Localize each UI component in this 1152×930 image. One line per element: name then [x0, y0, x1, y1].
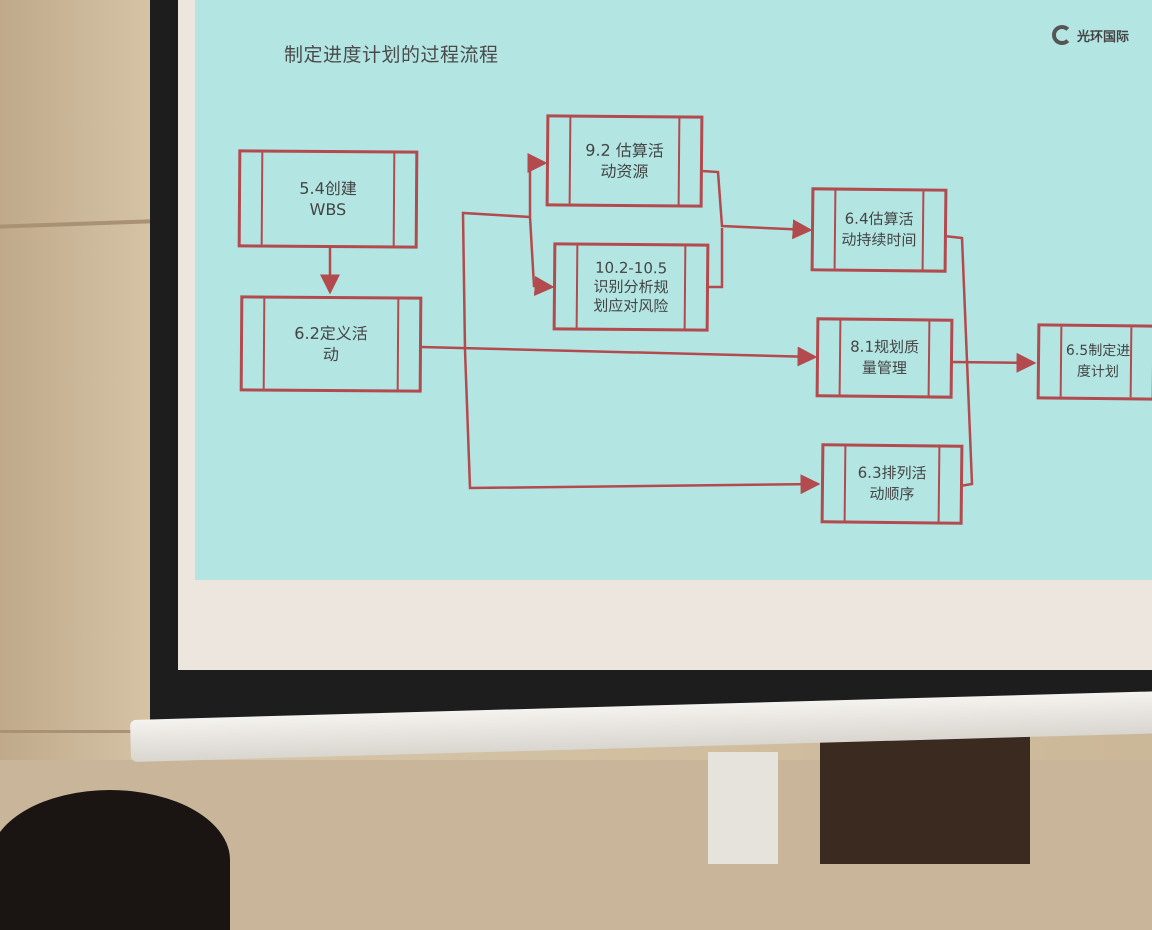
node-label: 6.3排列活 动顺序 [857, 463, 927, 504]
node-risk-management: 10.2-10.5 识别分析规 划应对风险 [552, 242, 710, 332]
node-label: 6.2定义活 动 [294, 323, 368, 365]
connector-to-risk [528, 216, 555, 297]
node-label: 9.2 估算活 动资源 [585, 140, 664, 182]
node-plan-quality: 8.1规划质 量管理 [815, 317, 954, 399]
brand-logo: 光环国际 [1052, 18, 1152, 52]
node-define-activities: 6.2定义活 动 [239, 295, 423, 393]
node-label: 8.1规划质 量管理 [850, 337, 920, 378]
connector-define-to-quality [420, 345, 818, 367]
connector-to-resources [527, 153, 548, 217]
node-develop-schedule: 6.5制定进 度计划 [1036, 323, 1152, 401]
connector-define-branch [461, 211, 531, 351]
node-label: 5.4创建 WBS [299, 178, 357, 220]
node-estimate-durations: 6.4估算活 动持续时间 [810, 187, 948, 273]
logo-icon [1052, 25, 1072, 45]
connector-resources-to-duration [701, 169, 813, 240]
logo-text: 光环国际 [1077, 29, 1130, 45]
node-create-wbs: 5.4创建 WBS [237, 149, 419, 249]
doorway [820, 735, 1030, 864]
node-label: 6.4估算活 动持续时间 [841, 209, 917, 250]
node-sequence-activities: 6.3排列活 动顺序 [820, 443, 964, 525]
node-estimate-resources: 9.2 估算活 动资源 [545, 114, 704, 208]
audience-head [0, 790, 230, 930]
connector-quality-to-schedule [951, 352, 1037, 373]
wall-seam [0, 730, 150, 733]
connector-risk-to-duration [706, 228, 724, 289]
flow-connectors [320, 153, 1037, 495]
wall-bracket [708, 752, 778, 864]
slide-title: 制定进度计划的过程流程 [284, 44, 499, 66]
node-label: 6.5制定进 度计划 [1065, 342, 1131, 381]
connector-define-to-sequence [463, 349, 821, 495]
node-label: 10.2-10.5 识别分析规 划应对风险 [593, 258, 669, 315]
